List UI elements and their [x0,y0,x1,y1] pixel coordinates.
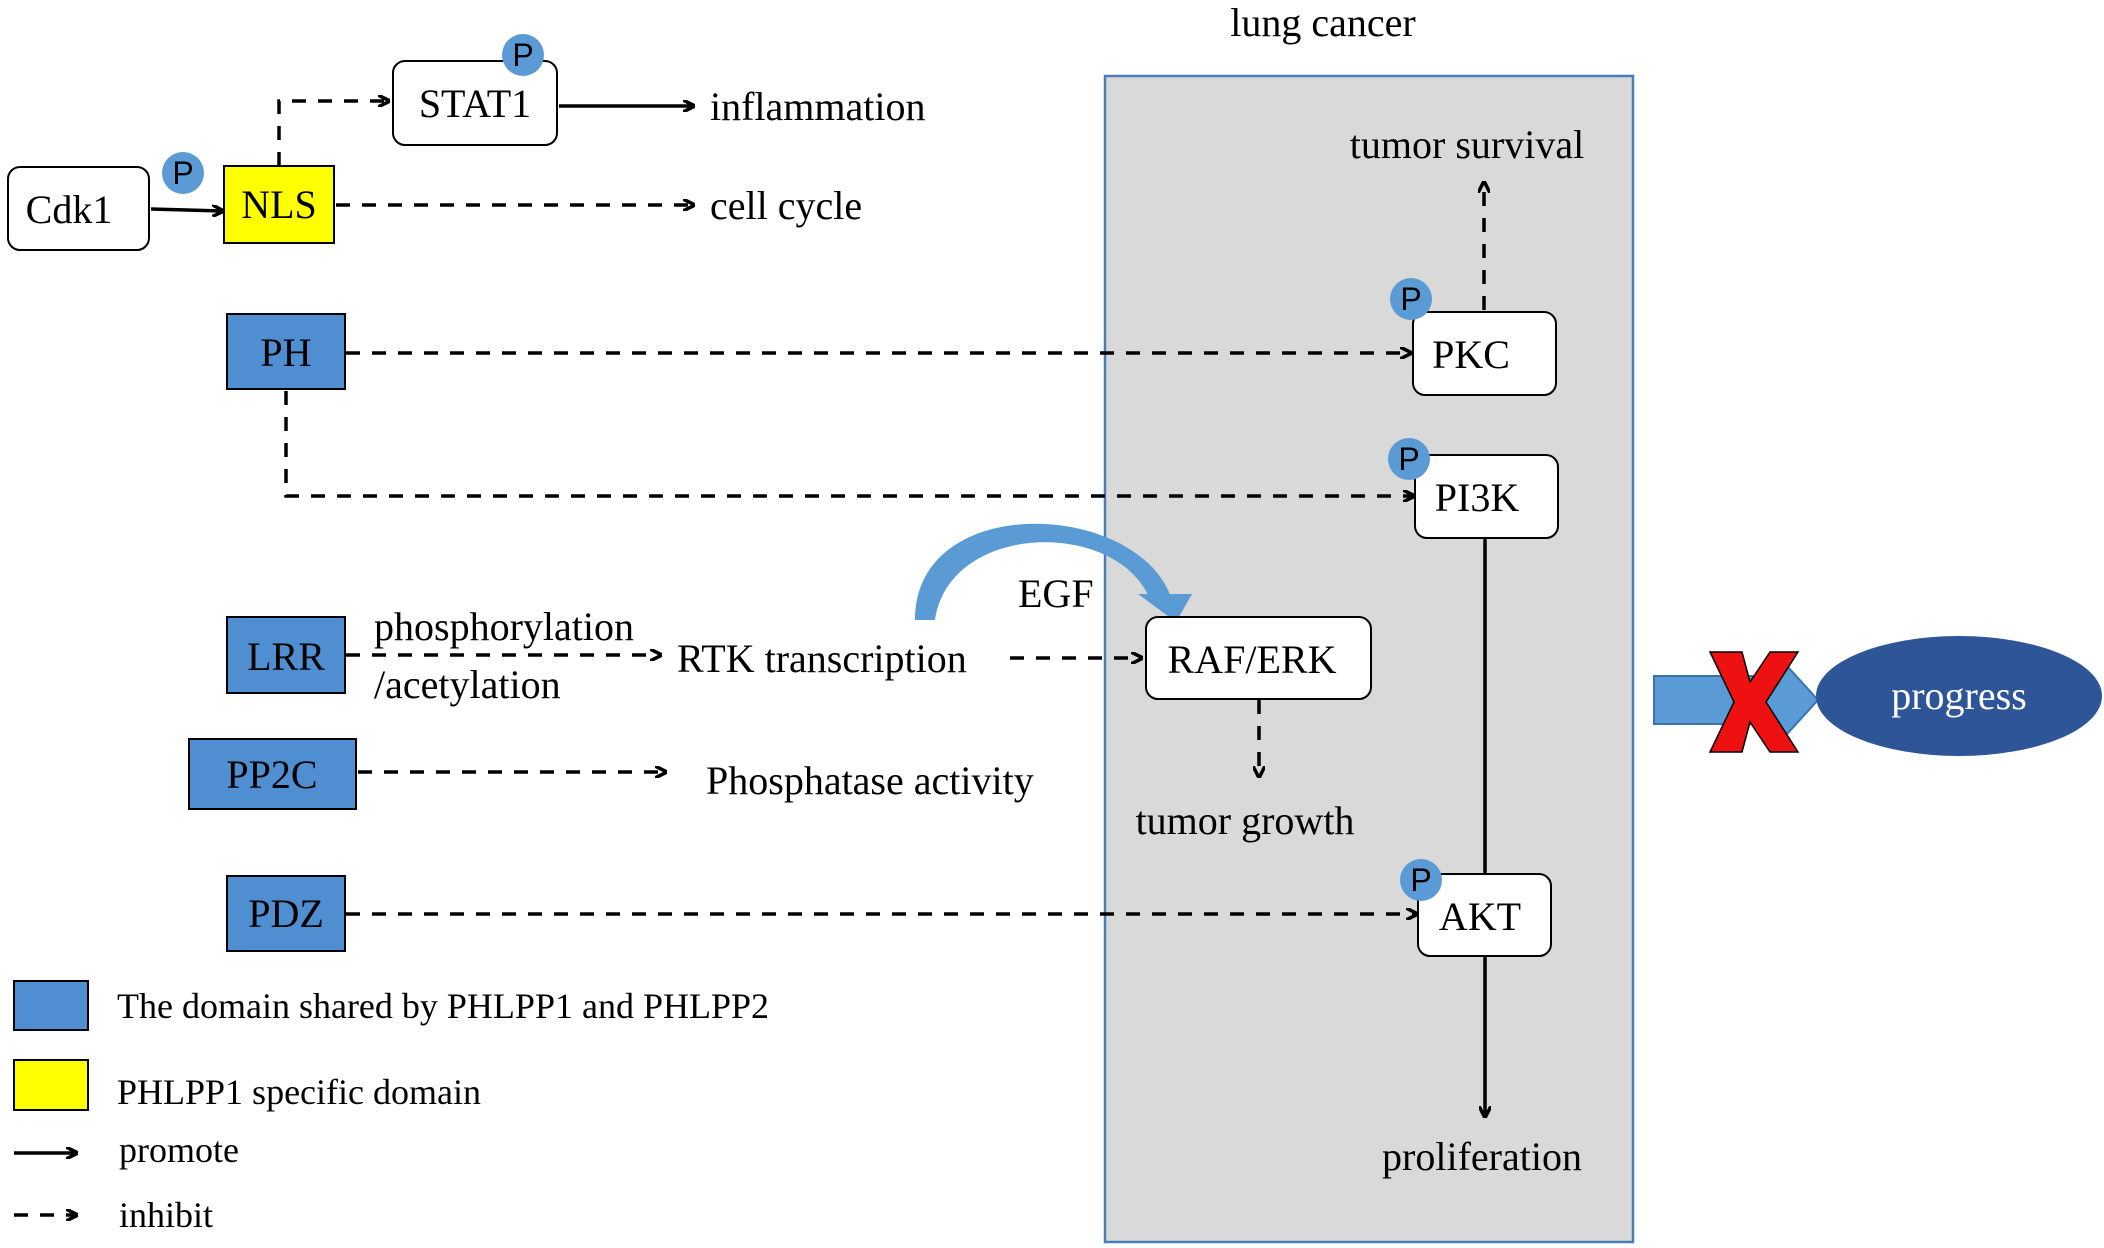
edge-ph-pi3k [284,391,1413,496]
phospho-label: P [172,155,193,191]
lrr-node [226,616,346,694]
nls-node [223,165,335,244]
tumor-growth-label: tumor growth [1136,798,1355,843]
edge-cdk1-nls [150,209,222,211]
egf-arrow-head [1138,594,1192,622]
legend-shared-label: The domain shared by PHLPP1 and PHLPP2 [117,986,769,1026]
legend-inhibit-label: inhibit [119,1195,213,1235]
ph-node [226,313,346,390]
egf-curved-arrow [915,523,1172,620]
lung-cancer-panel-border [1103,74,1635,1244]
raf-erk-node [1145,616,1372,700]
phospho-label: P [1398,441,1419,477]
phosphatase-activity-label: Phosphatase activity [706,758,1034,803]
legend-promote-label: promote [119,1130,239,1170]
phospho-label: P [512,37,533,73]
pkc-node [1412,311,1557,396]
phospho-badge-pi3k: P [1388,438,1430,480]
ph-label: PH [260,330,311,375]
cdk1-label: Cdk1 [26,187,113,232]
legend: The domain shared by PHLPP1 and PHLPP2 P… [13,980,769,1235]
progress-node [1816,636,2102,756]
pp2c-label: PP2C [226,752,317,797]
inflammation-label: inflammation [710,84,926,129]
cdk1-node [7,166,150,251]
phospho-badge-nls: P [162,152,204,194]
progress-label: progress [1891,673,2027,718]
legend-swatch-specific [13,1059,89,1111]
legend-swatch-shared [13,980,89,1031]
proliferation-label: proliferation [1382,1134,1582,1179]
acetylation-label: /acetylation [374,662,561,707]
panel-title: lung cancer [1230,0,1415,45]
phospho-badge-akt: P [1400,859,1442,901]
phospho-label: P [1410,862,1431,898]
phosphorylation-label: phosphorylation [374,604,634,649]
pdz-label: PDZ [248,891,324,936]
pi3k-node [1414,454,1559,539]
pdz-node [226,875,346,952]
akt-node [1417,873,1552,957]
stat1-node [392,60,558,146]
raf-erk-label: RAF/ERK [1168,637,1337,682]
edge-nls-stat1 [277,101,388,166]
lrr-label: LRR [247,634,325,679]
pp2c-node [188,738,357,810]
pkc-label: PKC [1432,332,1510,377]
egf-label: EGF [1018,571,1094,616]
stat1-label: STAT1 [419,81,531,126]
legend-specific-label: PHLPP1 specific domain [117,1072,481,1112]
phospho-label: P [1400,281,1421,317]
akt-label: AKT [1439,894,1521,939]
rtk-transcription-label: RTK transcription [677,636,967,681]
tumor-survival-label: tumor survival [1350,122,1584,167]
phospho-badge-stat1: P [502,34,544,76]
phospho-badge-pkc: P [1390,278,1432,320]
pi3k-label: PI3K [1435,475,1520,520]
cell-cycle-label: cell cycle [710,183,862,228]
red-cross-icon [1708,651,1800,753]
nls-label: NLS [241,182,317,227]
